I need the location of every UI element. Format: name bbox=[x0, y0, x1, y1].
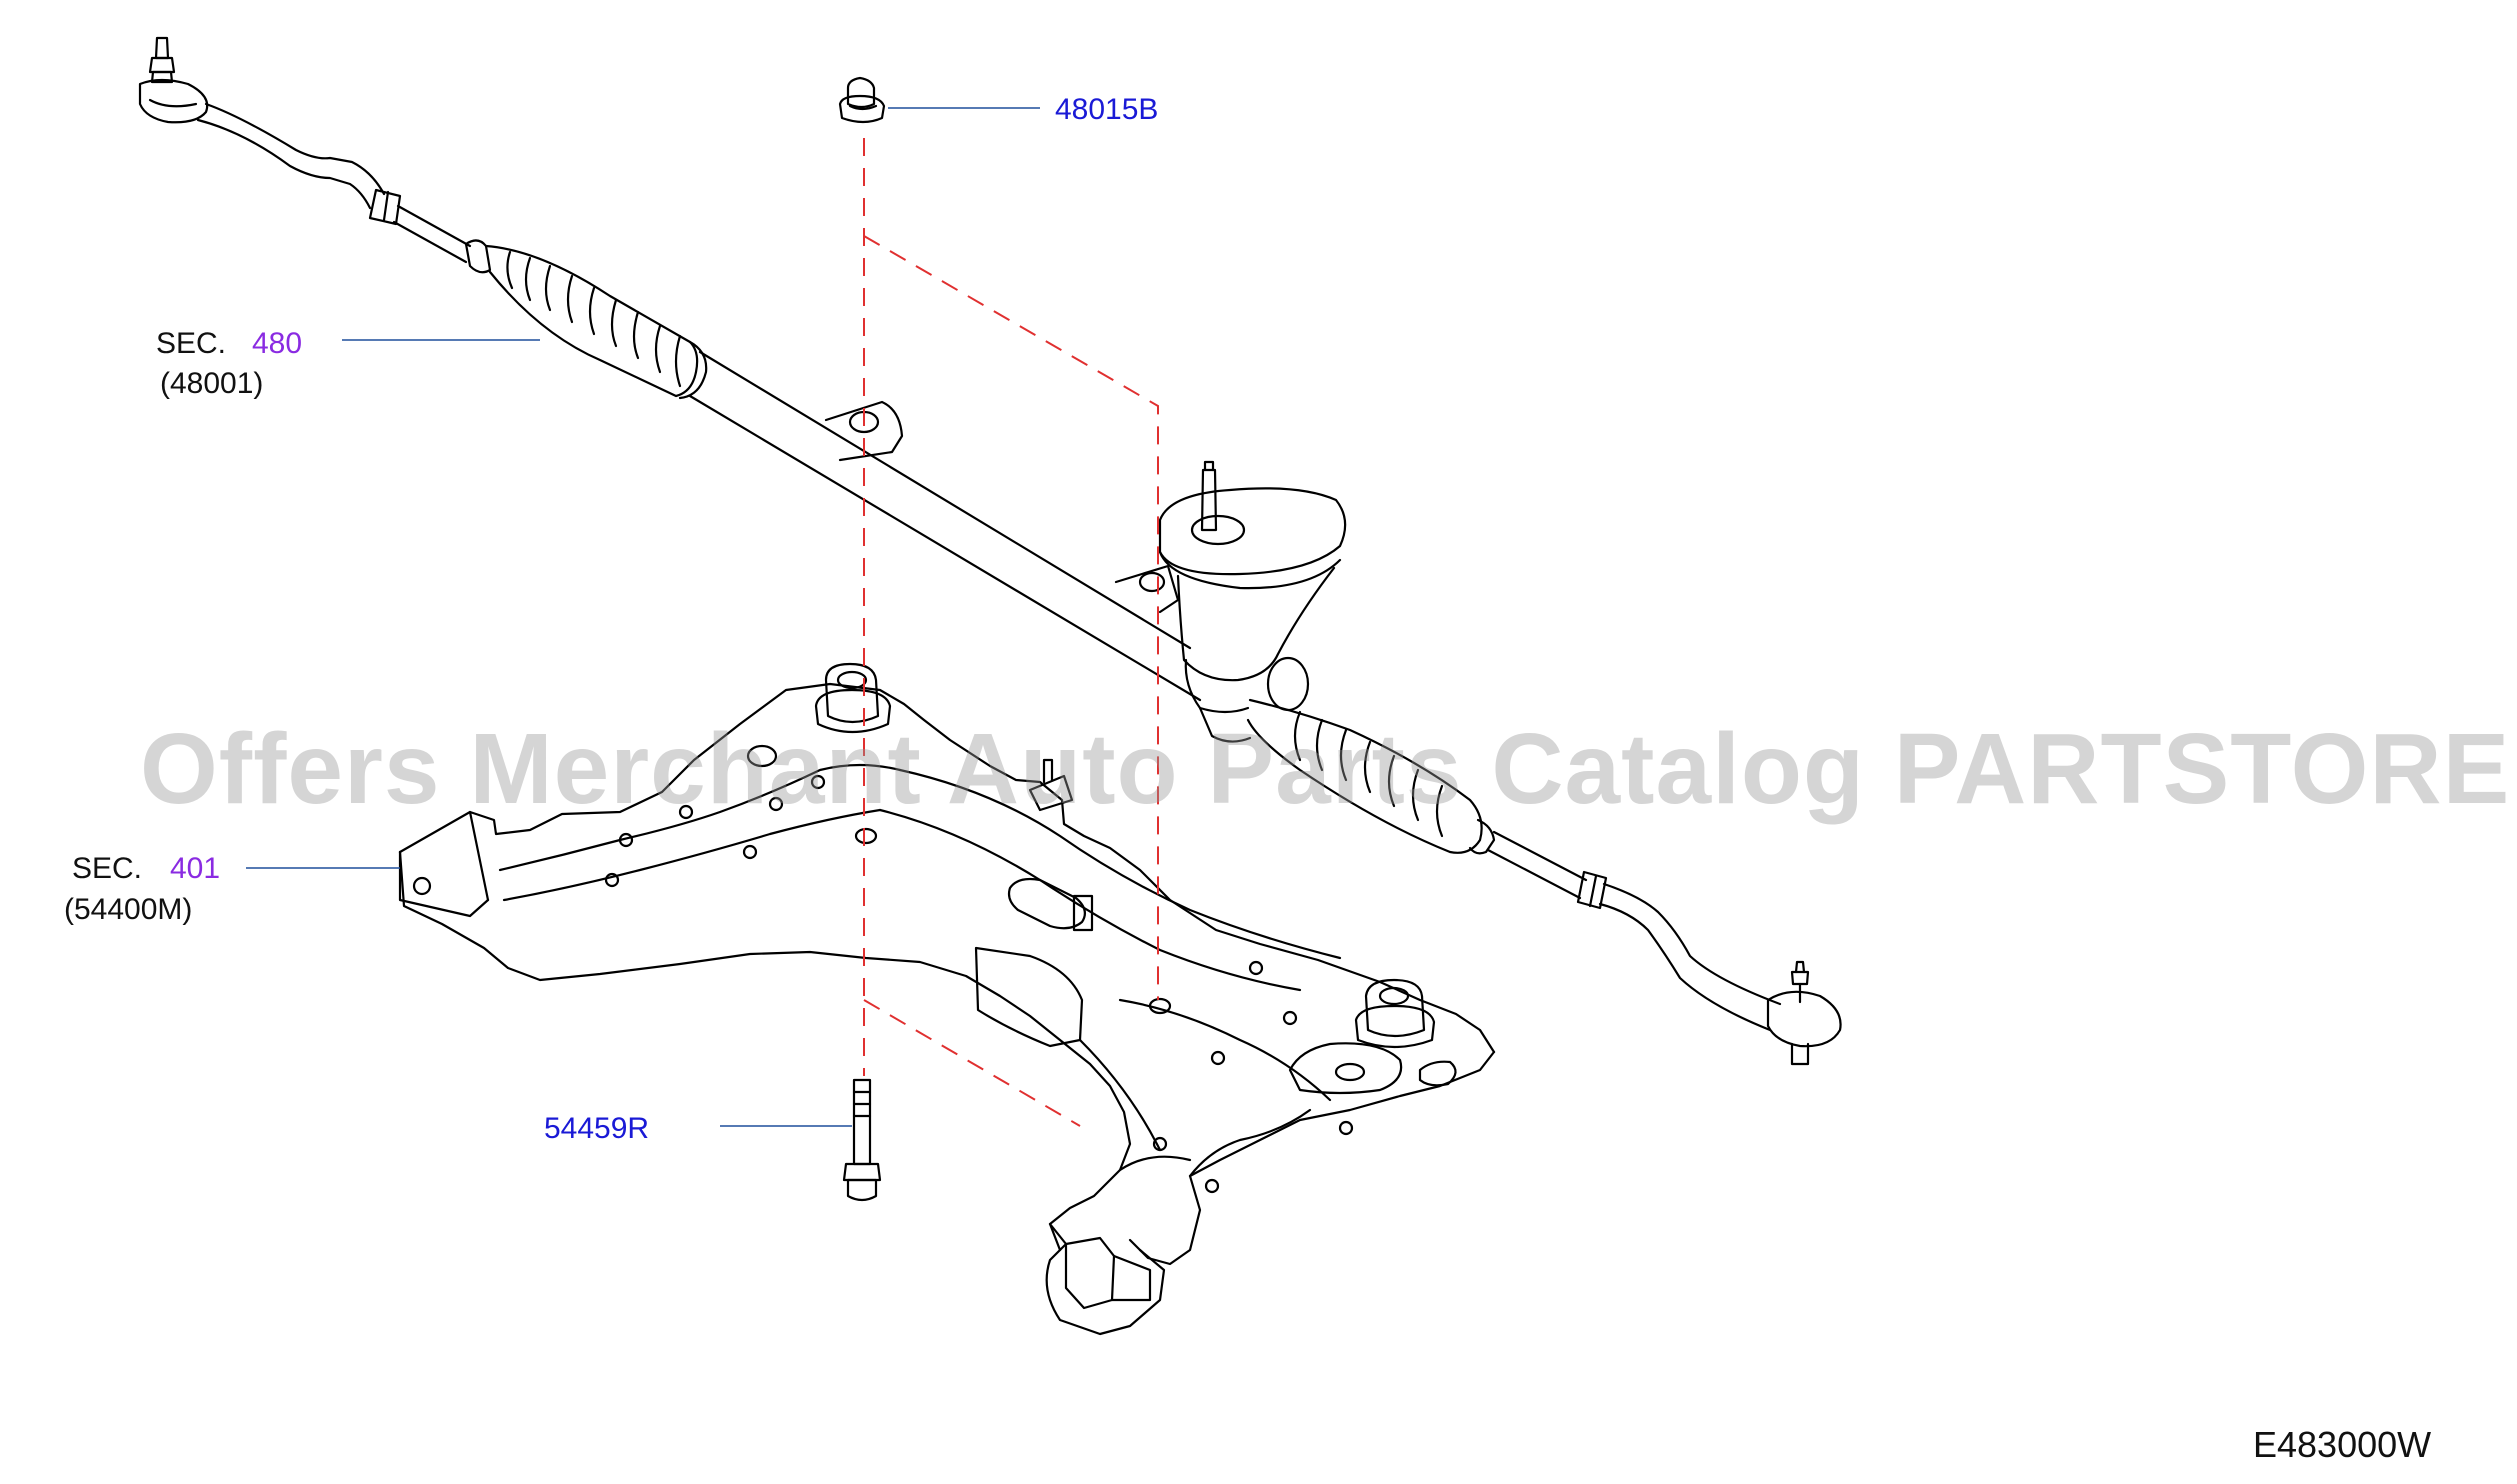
pinion-housing[interactable] bbox=[1158, 460, 1347, 743]
sec-401-link[interactable]: 401 bbox=[170, 852, 221, 885]
watermark-text: Offers Merchant Auto Parts Catalog PARTS… bbox=[140, 713, 2517, 825]
part-54459r-label[interactable]: 54459R bbox=[544, 1112, 650, 1145]
sec-480-link[interactable]: 480 bbox=[252, 327, 303, 360]
bolt-54459r[interactable] bbox=[842, 1078, 882, 1202]
right-boot[interactable] bbox=[1246, 698, 1496, 855]
alignment-dashes bbox=[863, 138, 1159, 1127]
sec-480-prefix: SEC. bbox=[156, 327, 227, 360]
rack-housing[interactable] bbox=[678, 340, 1202, 702]
suspension-member[interactable] bbox=[398, 662, 1496, 1336]
left-boot[interactable] bbox=[464, 239, 699, 398]
part-48015b-label[interactable]: 48015B bbox=[1055, 93, 1159, 126]
left-tie-rod-end[interactable] bbox=[138, 36, 472, 264]
sec-401-prefix: SEC. bbox=[72, 852, 143, 885]
right-tie-rod[interactable] bbox=[1486, 830, 1842, 1066]
nut-48015b[interactable] bbox=[838, 76, 886, 124]
sec-401-code: (54400M) bbox=[64, 893, 193, 926]
diagram-code: E483000W bbox=[2253, 1424, 2432, 1465]
leader-lines bbox=[246, 107, 1040, 1127]
sec-480-code: (48001) bbox=[160, 367, 264, 400]
